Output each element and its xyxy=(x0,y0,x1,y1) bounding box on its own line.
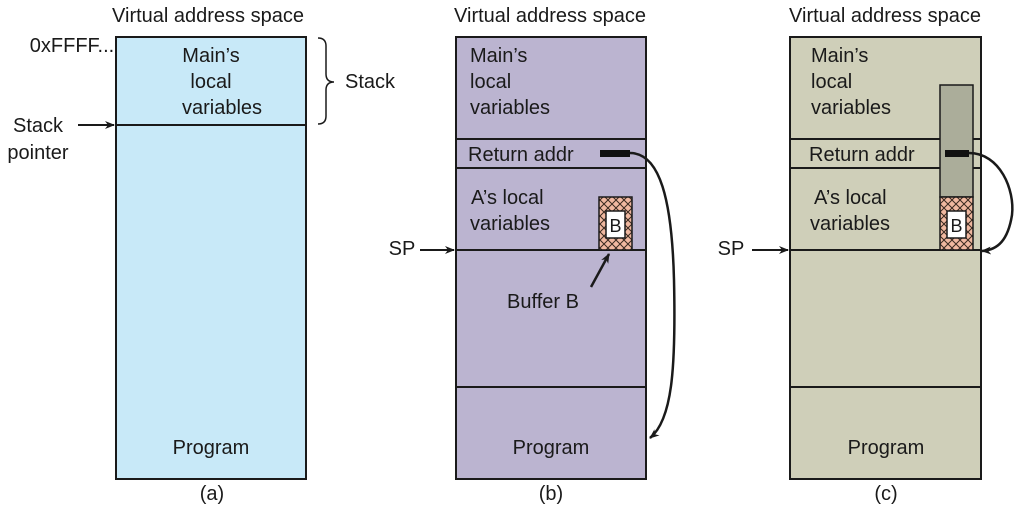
panel-c: Virtual address space B Main’s local var… xyxy=(718,5,1014,505)
buffer-pointer-arrow xyxy=(589,253,611,288)
overflow-region xyxy=(939,84,974,198)
panel-c-main-line1: Main’s xyxy=(811,45,868,67)
panel-c-return-addr: Return addr xyxy=(809,144,915,166)
panel-b-main-line3: variables xyxy=(470,97,550,119)
main-locals-line1: Main’s xyxy=(182,45,239,67)
panel-a-program-label: Program xyxy=(173,437,250,459)
panel-a: Virtual address space 0xFFFF... Main’s l… xyxy=(7,5,396,505)
panel-b-return-addr: Return addr xyxy=(468,144,574,166)
panel-c-title: Virtual address space xyxy=(789,5,981,27)
buffer-b-label: Buffer B xyxy=(507,291,579,313)
panel-b-caption: (b) xyxy=(539,483,563,505)
panel-b-address-space xyxy=(455,36,647,480)
panel-b-return-addr-pointer xyxy=(600,150,630,157)
panel-b-a-locals-line1: A’s local xyxy=(471,187,544,209)
panel-c-program-label: Program xyxy=(848,437,925,459)
stack-pointer-label-line1: Stack xyxy=(13,115,64,137)
panel-b: Virtual address space Main’s local varia… xyxy=(389,5,676,505)
panel-b-sp-label: SP xyxy=(389,238,416,260)
panel-b-main-line1: Main’s xyxy=(470,45,527,67)
main-locals-line2: local xyxy=(190,71,231,93)
return-to-program-arrow xyxy=(629,151,676,439)
panel-b-a-locals-line2: variables xyxy=(470,213,550,235)
stack-brace-label: Stack xyxy=(345,71,396,93)
panel-a-program-region xyxy=(115,386,307,480)
panel-b-program-label: Program xyxy=(513,437,590,459)
panel-b-buffer-letter: B xyxy=(609,216,621,236)
panel-c-main-line2: local xyxy=(811,71,852,93)
panel-b-title: Virtual address space xyxy=(454,5,646,27)
panel-c-buffer-letter: B xyxy=(950,216,962,236)
stack-brace xyxy=(317,37,335,125)
panel-c-a-locals-line1: A’s local xyxy=(814,187,887,209)
panel-c-a-locals-line2: variables xyxy=(810,213,890,235)
main-locals-line3: variables xyxy=(182,97,262,119)
panel-a-caption: (a) xyxy=(200,483,224,505)
panel-c-sp-label: SP xyxy=(718,238,745,260)
panel-c-main-line3: variables xyxy=(811,97,891,119)
stack-pointer-label-line2: pointer xyxy=(7,142,68,164)
overwritten-return-arrow xyxy=(968,151,1014,255)
panel-c-return-addr-pointer xyxy=(945,150,969,157)
top-address-label: 0xFFFF... xyxy=(30,35,114,57)
panel-a-address-space xyxy=(115,36,307,298)
panel-c-caption: (c) xyxy=(874,483,897,505)
panel-a-title: Virtual address space xyxy=(112,5,304,27)
panel-b-main-line2: local xyxy=(470,71,511,93)
